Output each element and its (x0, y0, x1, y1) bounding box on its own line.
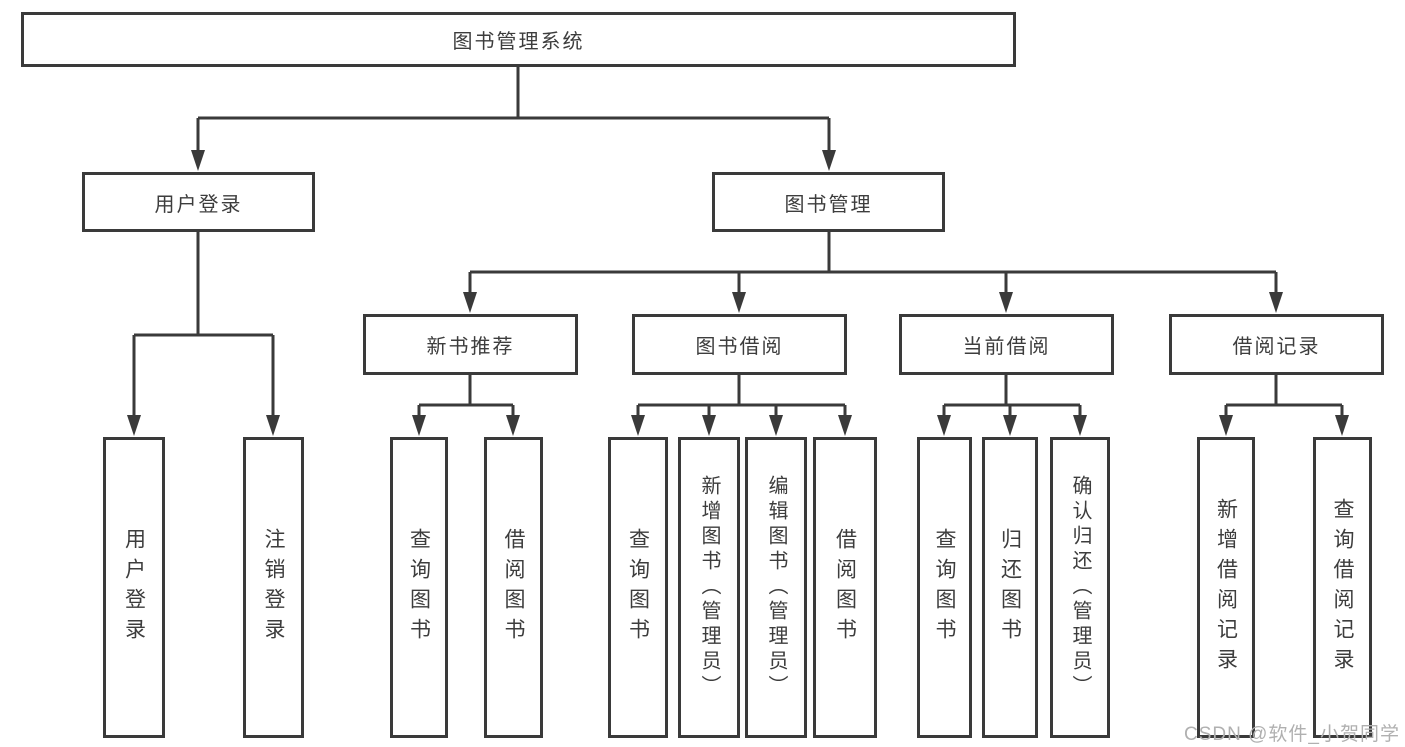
leaf-logout: 注销登录 (243, 437, 304, 738)
leaf-return-books: 归还图书 (982, 437, 1038, 738)
leaf-query-books-current: 查询图书 (917, 437, 972, 738)
leaf-query-books-borrowing: 查询图书 (608, 437, 668, 738)
leaf-add-borrow-record-label: 新增借阅记录 (1214, 497, 1238, 678)
leaf-edit-book-admin-label: 编辑图书（管理员） (765, 475, 787, 700)
leaf-borrow-books-recommend: 借阅图书 (484, 437, 543, 738)
leaf-logout-label: 注销登录 (262, 527, 285, 648)
node-borrowing-records-label: 借阅记录 (1232, 336, 1321, 358)
node-root-label: 图书管理系统 (452, 31, 585, 53)
leaf-borrow-books-borrowing: 借阅图书 (813, 437, 877, 738)
node-current-borrowing-label: 当前借阅 (962, 336, 1051, 358)
node-root: 图书管理系统 (21, 12, 1016, 67)
node-new-book-recommend-label: 新书推荐 (426, 336, 515, 358)
arrowheads (127, 150, 1349, 436)
leaf-add-borrow-record: 新增借阅记录 (1197, 437, 1255, 738)
leaf-confirm-return-admin-label: 确认归还（管理员） (1069, 475, 1091, 700)
leaf-query-books-borrowing-label: 查询图书 (626, 527, 650, 648)
node-new-book-recommend: 新书推荐 (363, 314, 578, 375)
leaf-query-books-recommend: 查询图书 (390, 437, 448, 738)
leaf-borrow-books-recommend-label: 借阅图书 (502, 527, 525, 648)
node-user-login: 用户登录 (82, 172, 315, 232)
leaf-query-borrow-record: 查询借阅记录 (1313, 437, 1372, 738)
leaf-edit-book-admin: 编辑图书（管理员） (745, 437, 807, 738)
leaf-add-book-admin: 新增图书（管理员） (678, 437, 740, 738)
leaf-user-login: 用户登录 (103, 437, 165, 738)
node-current-borrowing: 当前借阅 (899, 314, 1114, 375)
leaf-query-borrow-record-label: 查询借阅记录 (1331, 497, 1354, 678)
leaf-query-books-current-label: 查询图书 (933, 527, 956, 648)
leaf-return-books-label: 归还图书 (998, 527, 1022, 648)
node-user-login-label: 用户登录 (154, 193, 243, 216)
leaf-borrow-books-borrowing-label: 借阅图书 (833, 527, 857, 648)
leaf-add-book-admin-label: 新增图书（管理员） (698, 475, 720, 700)
node-book-borrowing: 图书借阅 (632, 314, 847, 375)
csdn-watermark: CSDN @软件_小贺同学 (1184, 724, 1400, 745)
leaf-confirm-return-admin: 确认归还（管理员） (1050, 437, 1110, 738)
leaf-query-books-recommend-label: 查询图书 (407, 527, 431, 648)
node-book-management: 图书管理 (712, 172, 945, 232)
node-book-management-label: 图书管理 (784, 193, 873, 216)
leaf-user-login-label: 用户登录 (122, 527, 146, 648)
node-book-borrowing-label: 图书借阅 (695, 336, 784, 358)
node-borrowing-records: 借阅记录 (1169, 314, 1384, 375)
